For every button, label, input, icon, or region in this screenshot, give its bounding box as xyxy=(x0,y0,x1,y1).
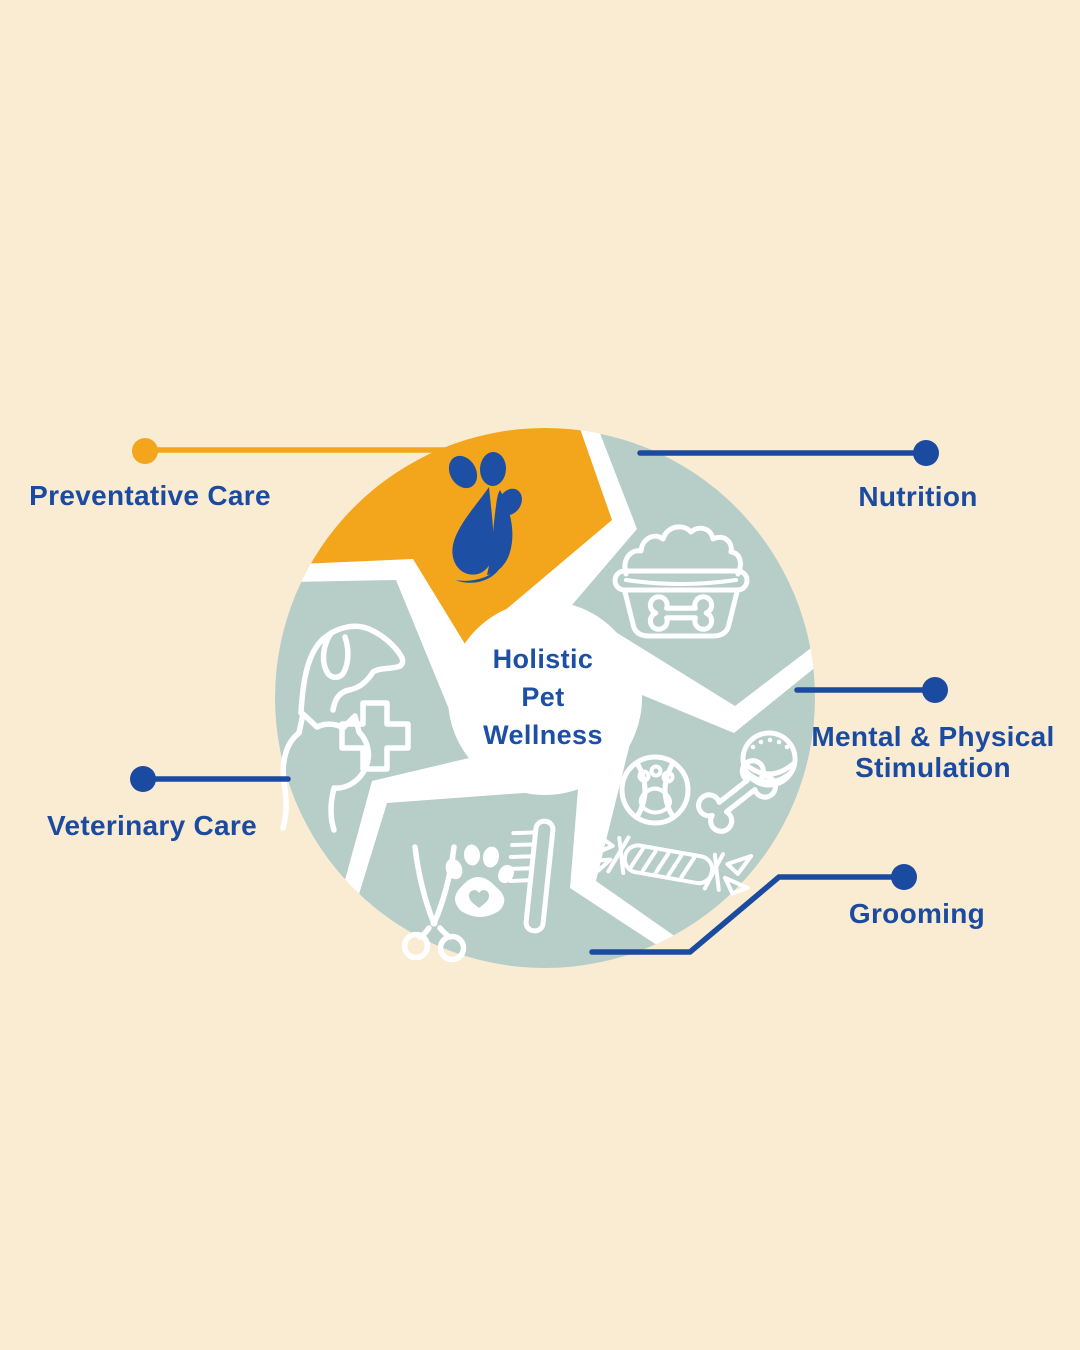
connector-dot xyxy=(913,440,939,466)
center-circle xyxy=(448,601,642,795)
callout-nutrition: Nutrition xyxy=(637,440,977,512)
callout-veterinary-care: Veterinary Care xyxy=(47,766,291,841)
center-title-line1: Holistic xyxy=(493,644,594,674)
connector-dot xyxy=(132,438,158,464)
connector-dot xyxy=(922,677,948,703)
center-title-line3: Wellness xyxy=(483,720,603,750)
label-mental-physical-line2: Stimulation xyxy=(855,752,1011,783)
callout-preventative-care: Preventative Care xyxy=(29,438,473,511)
grooming-tools-icon xyxy=(401,818,556,963)
connector-line xyxy=(589,874,901,955)
dog-ear xyxy=(320,630,351,680)
pet-toys-icon xyxy=(583,730,798,896)
label-mental-physical-line1: Mental & Physical xyxy=(811,721,1054,752)
segment-grooming xyxy=(356,789,666,968)
tennis-ball-paw-icon xyxy=(619,754,691,826)
connector-dot xyxy=(130,766,156,792)
connector-dot xyxy=(891,864,917,890)
comb-icon xyxy=(507,818,556,934)
label-nutrition: Nutrition xyxy=(858,481,977,512)
paw-leaf-logo-icon xyxy=(448,452,522,583)
segment-nutrition xyxy=(572,428,815,706)
label-grooming: Grooming xyxy=(849,898,985,929)
label-veterinary-care: Veterinary Care xyxy=(47,810,257,841)
callout-mental-physical-stimulation: Mental & Physical Stimulation xyxy=(794,677,1054,783)
center-title-line2: Pet xyxy=(521,682,564,712)
bone-icon xyxy=(696,758,778,834)
rope-toy-icon xyxy=(583,830,754,896)
dog-icon xyxy=(298,623,406,716)
food-bowl-icon xyxy=(612,524,750,639)
label-preventative-care: Preventative Care xyxy=(29,480,271,511)
ball-icon xyxy=(740,730,798,788)
paw-icon xyxy=(445,844,514,917)
callouts: Preventative Care Nutrition Mental & Phy… xyxy=(29,438,1054,955)
segment-veterinary-care xyxy=(275,580,469,891)
dog-cat-cross-icon xyxy=(280,623,411,833)
scissors-icon xyxy=(401,844,467,963)
medical-cross-icon xyxy=(339,700,411,772)
wheel: Holistic Pet Wellness xyxy=(275,428,815,968)
callout-grooming: Grooming xyxy=(589,864,985,955)
